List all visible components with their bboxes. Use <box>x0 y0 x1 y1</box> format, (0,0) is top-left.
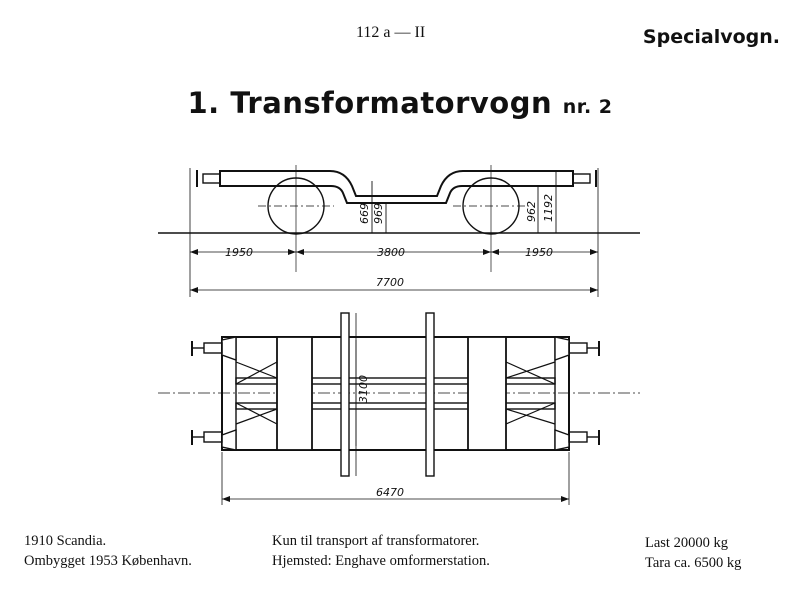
buffer-right <box>572 173 591 184</box>
usage-note: Kun til transport af transformatorer. <box>272 533 480 549</box>
right-bogie-box <box>467 336 507 451</box>
left-bogie-box <box>276 336 313 451</box>
buffer-top-left-1 <box>203 342 223 354</box>
title-suffix: nr. 2 <box>562 96 613 118</box>
dim-height-left-b: 969 <box>372 203 385 224</box>
home-station: Hjemsted: Enghave omformerstation. <box>272 553 490 569</box>
side-view <box>158 165 640 297</box>
tare-weight: Tara ca. 6500 kg <box>645 555 742 571</box>
dim-height-right-a: 962 <box>525 201 538 222</box>
right-axle <box>425 312 435 477</box>
build-year: 1910 Scandia. <box>24 533 107 549</box>
left-axle <box>340 312 350 477</box>
dim-height-right-b: 1192 <box>542 194 555 222</box>
page-title: 1. Transformatorvogn nr. 2 <box>0 86 800 120</box>
category-label: Specialvogn. <box>642 26 780 48</box>
footer-usage-info: Kun til transport af transformatorer. Hj… <box>272 531 490 571</box>
dim-side-middle: 3800 <box>377 246 405 259</box>
buffer-top-right-2 <box>568 431 588 443</box>
buffer-top-left-2 <box>203 431 223 443</box>
dim-side-left: 1950 <box>225 246 253 259</box>
top-frame-outline <box>221 336 570 451</box>
footer-weights: Last 20000 kg Tara ca. 6500 kg <box>645 533 741 573</box>
buffer-left <box>202 173 221 184</box>
page-reference: 112 a — II <box>356 24 426 41</box>
dim-height-left-a: 669 <box>358 203 371 224</box>
title-name: Transformatorvogn <box>230 86 553 120</box>
dim-side-right: 1950 <box>525 246 553 259</box>
top-view <box>158 312 640 505</box>
dim-width: 3100 <box>357 375 370 403</box>
buffer-top-right-1 <box>568 342 588 354</box>
rebuild-info: Ombygget 1953 København. <box>24 553 192 569</box>
title-number: 1. <box>187 86 220 120</box>
side-frame <box>219 170 574 204</box>
footer-build-info: 1910 Scandia. Ombygget 1953 København. <box>24 531 192 571</box>
dim-frame-length: 6470 <box>376 486 404 499</box>
load-weight: Last 20000 kg <box>645 535 728 551</box>
dim-total-length: 7700 <box>376 276 404 289</box>
